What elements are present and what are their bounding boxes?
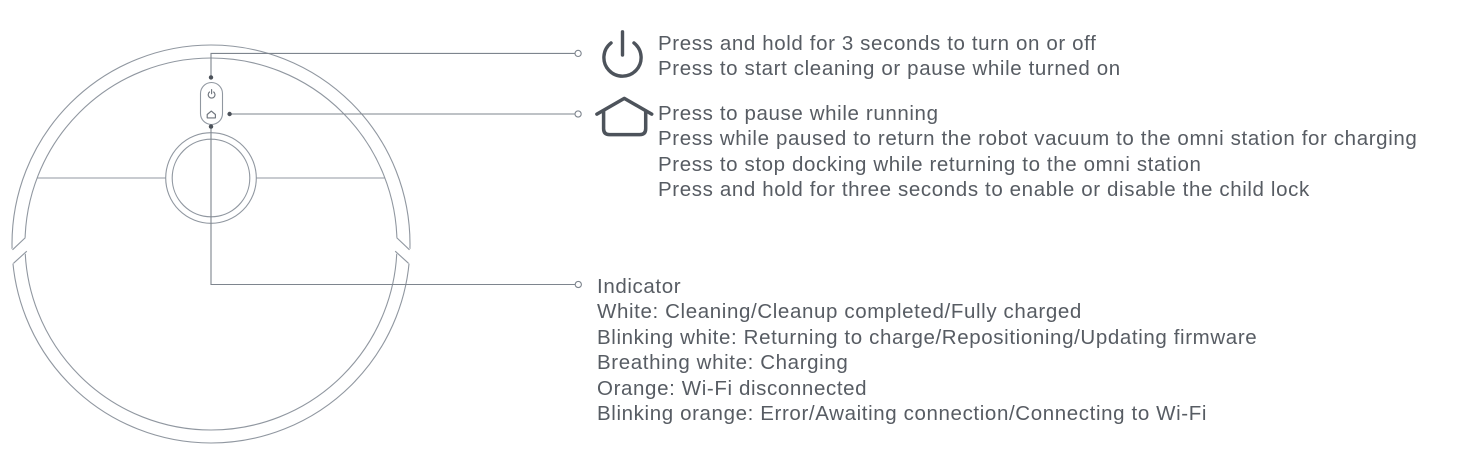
bumper-notch-left-upper	[12, 237, 26, 251]
bumper-notch-left-gap	[10, 235, 29, 265]
home-description-line: Press while paused to return the robot v…	[658, 127, 1418, 151]
power-callout-dot	[208, 75, 214, 80]
power-description-line: Press to start cleaning or pause while t…	[658, 57, 1121, 81]
home-description-block: Press to pause while running Press while…	[658, 101, 1417, 203]
power-callout-terminal	[574, 49, 582, 58]
indicator-callout-dot	[208, 124, 214, 129]
power-description-block: Press and hold for 3 seconds to turn on …	[658, 31, 1121, 82]
bumper-notch-left-lower	[13, 250, 28, 264]
power-description-line: Press and hold for 3 seconds to turn on …	[658, 32, 1097, 55]
home-button-icon	[206, 110, 216, 119]
bumper-notch-right-upper	[396, 237, 410, 251]
home-icon	[595, 96, 654, 137]
home-button-callout	[227, 110, 582, 118]
indicator-callout	[208, 124, 582, 289]
callouts	[208, 49, 582, 289]
indicator-description-line: White: Cleaning/Cleanup completed/Fully …	[597, 300, 1082, 324]
home-description-line: Press and hold for three seconds to enab…	[658, 178, 1310, 202]
home-description-line: Press to pause while running	[658, 102, 939, 125]
home-description-line: Press to stop docking while returning to…	[658, 152, 1202, 176]
indicator-callout-terminal	[574, 280, 582, 289]
power-button-icon	[207, 89, 216, 99]
indicator-description-line: Blinking orange: Error/Awaiting connecti…	[597, 402, 1208, 426]
home-callout-terminal	[574, 110, 582, 118]
power-button-callout	[208, 49, 582, 80]
bumper-notch-right-gap	[393, 235, 412, 265]
home-callout-dot	[227, 111, 232, 117]
bumper-notch-right-lower	[394, 250, 409, 264]
indicator-description-line: Orange: Wi-Fi disconnected	[597, 376, 868, 400]
indicator-description-line: Breathing white: Charging	[597, 351, 849, 375]
robot-body-outer-ring	[11, 44, 411, 444]
indicator-title: Indicator	[597, 275, 682, 298]
indicator-description-line: Blinking white: Returning to charge/Repo…	[597, 325, 1258, 349]
power-icon	[602, 30, 643, 78]
indicator-description-block: Indicator White: Cleaning/Cleanup comple…	[597, 274, 1257, 426]
